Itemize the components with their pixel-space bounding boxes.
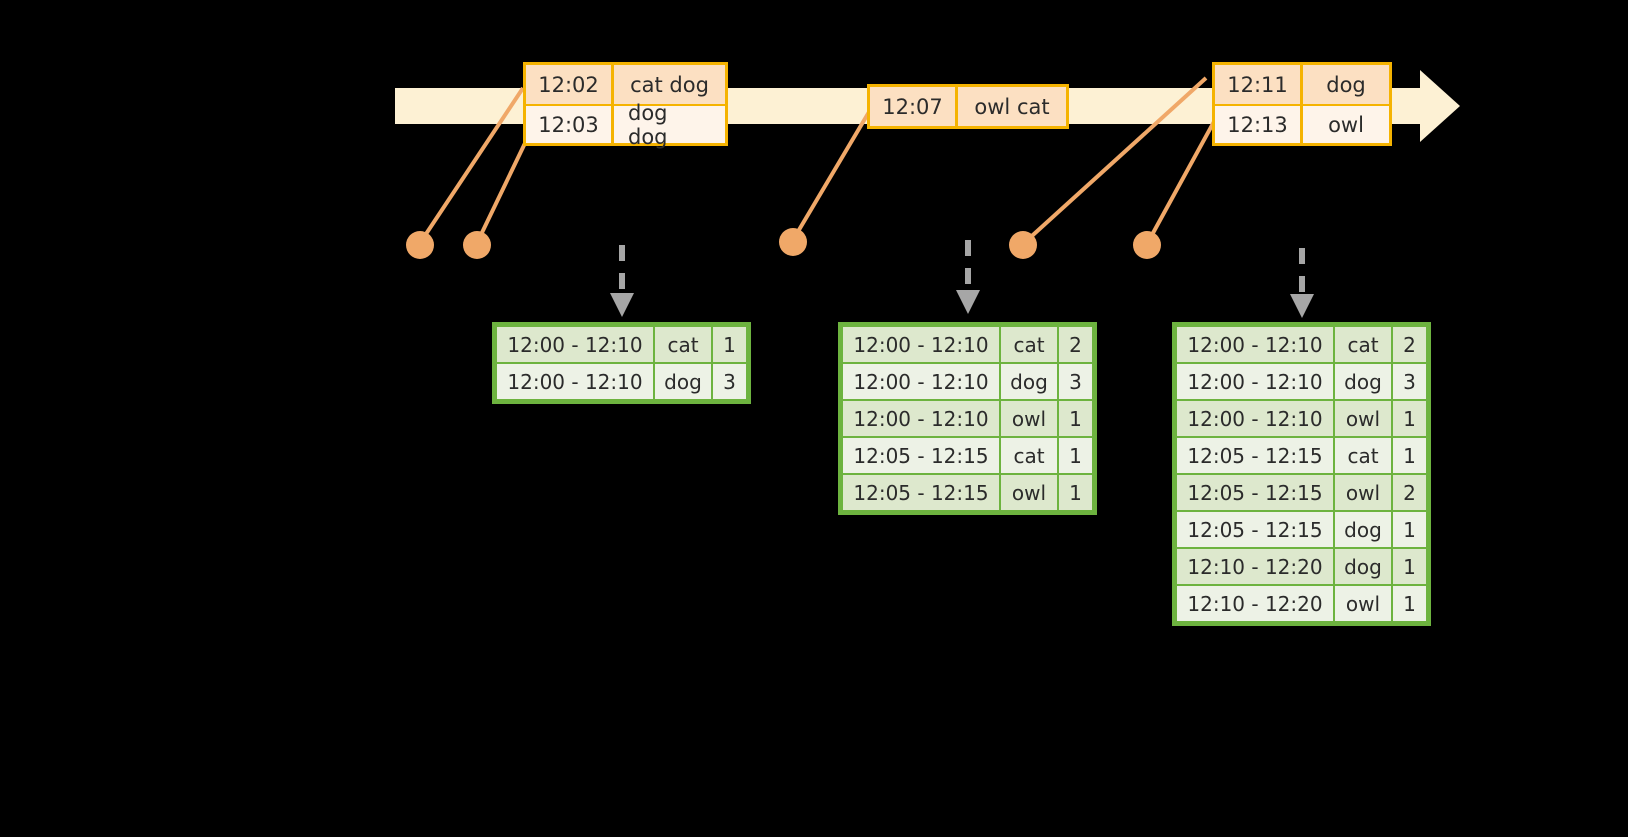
word-cell: owl (1335, 586, 1391, 621)
word-cell: cat (1335, 438, 1391, 473)
word-cell: owl (1335, 401, 1391, 436)
word-cell: dog (1335, 512, 1391, 547)
event-dot-4 (1009, 231, 1037, 259)
timeline-event-row[interactable]: 12:07 owl cat (870, 87, 1066, 126)
timeline-event-group-1[interactable]: 12:02 cat dog 12:03 dog dog (523, 62, 728, 149)
window-cell: 12:05 - 12:15 (1177, 512, 1333, 547)
window-cell: 12:00 - 12:10 (1177, 327, 1333, 362)
word-cell: cat (1001, 327, 1057, 362)
word-cell: owl (1335, 475, 1391, 510)
window-cell: 12:00 - 12:10 (1177, 401, 1333, 436)
count-cell: 1 (1059, 401, 1092, 436)
window-cell: 12:00 - 12:10 (1177, 364, 1333, 399)
event-words: cat dog (630, 72, 709, 97)
word-cell: dog (1001, 364, 1057, 399)
count-cell: 3 (1059, 364, 1092, 399)
event-time: 12:02 (526, 65, 614, 104)
event-time: 12:11 (1215, 65, 1303, 104)
window-cell: 12:00 - 12:10 (497, 327, 653, 362)
timeline-event-row[interactable]: 12:03 dog dog (526, 100, 725, 149)
count-cell: 3 (713, 364, 746, 399)
window-cell: 12:05 - 12:15 (1177, 475, 1333, 510)
event-marker-dots (406, 228, 1161, 259)
event-dot-3 (779, 228, 807, 256)
dashed-arrowheads (610, 290, 1314, 318)
window-cell: 12:00 - 12:10 (497, 364, 653, 399)
event-time: 12:13 (1215, 106, 1303, 143)
count-cell: 1 (713, 327, 746, 362)
count-cell: 1 (1059, 438, 1092, 473)
word-cell: dog (1335, 549, 1391, 584)
timeline-event-row[interactable]: 12:13 owl (1215, 104, 1389, 143)
count-cell: 1 (1393, 401, 1426, 436)
word-cell: cat (1335, 327, 1391, 362)
timeline-event-group-3[interactable]: 12:11 dog 12:13 owl (1212, 62, 1392, 146)
word-cell: owl (1001, 475, 1057, 510)
event-dot-5 (1133, 231, 1161, 259)
window-cell: 12:10 - 12:20 (1177, 549, 1333, 584)
event-time: 12:07 (870, 87, 958, 126)
event-words: dog (1326, 72, 1366, 97)
dashed-arrows (619, 240, 1305, 296)
count-cell: 2 (1393, 475, 1426, 510)
event-words: owl cat (974, 94, 1050, 119)
event-time: 12:03 (526, 106, 614, 143)
count-cell: 1 (1393, 549, 1426, 584)
timeline-event-row[interactable]: 12:11 dog (1215, 65, 1389, 104)
count-cell: 1 (1393, 586, 1426, 621)
word-cell: cat (655, 327, 711, 362)
event-dot-1 (406, 231, 434, 259)
event-words: dog dog (628, 100, 668, 149)
count-cell: 3 (1393, 364, 1426, 399)
window-cell: 12:05 - 12:15 (843, 438, 999, 473)
count-cell: 1 (1393, 512, 1426, 547)
window-cell: 12:00 - 12:10 (843, 327, 999, 362)
window-cell: 12:05 - 12:15 (1177, 438, 1333, 473)
window-cell: 12:00 - 12:10 (843, 364, 999, 399)
word-cell: dog (655, 364, 711, 399)
timeline-event-group-2[interactable]: 12:07 owl cat (867, 84, 1069, 129)
count-cell: 2 (1059, 327, 1092, 362)
window-cell: 12:05 - 12:15 (843, 475, 999, 510)
word-cell: dog (1335, 364, 1391, 399)
word-cell: owl (1001, 401, 1057, 436)
timeline-event-row[interactable]: 12:02 cat dog (526, 65, 725, 104)
count-cell: 1 (1059, 475, 1092, 510)
event-words: owl (1328, 112, 1364, 137)
event-dot-2 (463, 231, 491, 259)
count-cell: 1 (1393, 438, 1426, 473)
window-cell: 12:00 - 12:10 (843, 401, 999, 436)
window-cell: 12:10 - 12:20 (1177, 586, 1333, 621)
count-cell: 2 (1393, 327, 1426, 362)
word-cell: cat (1001, 438, 1057, 473)
